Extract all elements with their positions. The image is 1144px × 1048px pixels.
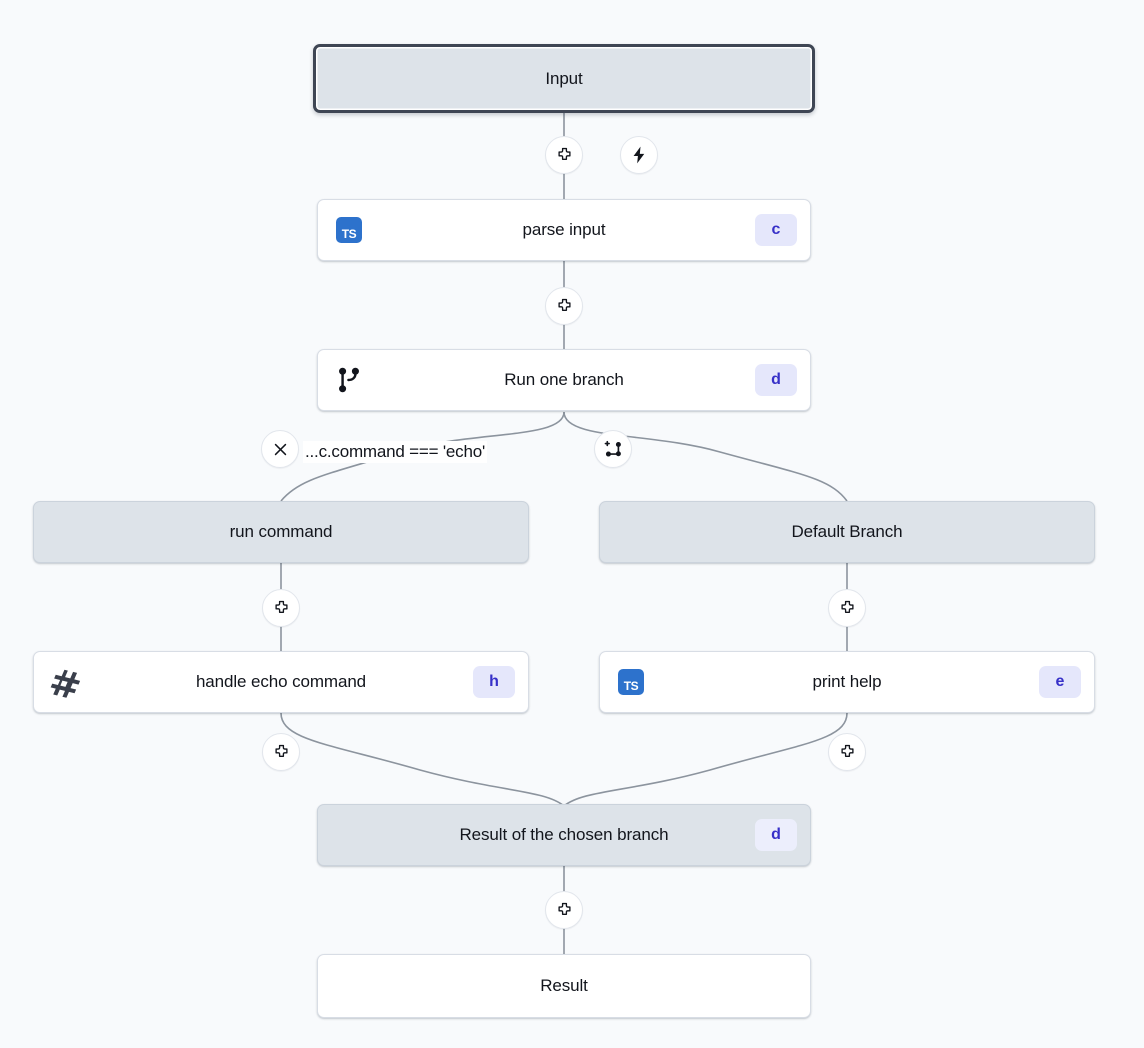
add-step-button-handle-echo[interactable] — [262, 733, 300, 771]
add-step-button-branch-result[interactable] — [545, 891, 583, 929]
node-result[interactable]: Result — [317, 954, 811, 1018]
plus-icon — [840, 744, 854, 757]
node-handle-echo-command[interactable]: handle echo command h — [33, 651, 529, 713]
node-handle-echo-command-badge[interactable]: h — [473, 666, 515, 698]
plus-icon — [840, 600, 854, 613]
node-run-one-branch[interactable]: Run one branch d — [317, 349, 811, 411]
node-branch-result-badge[interactable]: d — [755, 819, 797, 851]
git-branch-plus-icon — [604, 440, 621, 457]
plus-icon — [557, 902, 571, 915]
node-handle-echo-command-label: handle echo command — [195, 672, 367, 691]
node-branch-result[interactable]: Result of the chosen branch d — [317, 804, 811, 866]
node-run-command[interactable]: run command — [33, 501, 529, 563]
plus-icon — [557, 298, 571, 311]
typescript-icon: TS — [334, 215, 364, 245]
node-result-label: Result — [540, 976, 588, 995]
node-print-help-label: print help — [812, 672, 882, 691]
node-run-command-label: run command — [229, 522, 333, 541]
remove-branch-button[interactable] — [261, 430, 299, 468]
node-parse-input[interactable]: TS parse input c — [317, 199, 811, 261]
node-branch-result-label: Result of the chosen branch — [459, 825, 669, 844]
add-step-button-input[interactable] — [545, 136, 583, 174]
add-step-button-default-branch[interactable] — [828, 589, 866, 627]
typescript-icon: TS — [616, 667, 646, 697]
node-run-one-branch-label: Run one branch — [504, 370, 624, 389]
node-parse-input-label: parse input — [522, 220, 606, 239]
add-branch-button[interactable] — [594, 430, 632, 468]
branch-condition-label[interactable]: ...c.command === 'echo' — [303, 441, 488, 463]
node-input[interactable]: Input — [313, 44, 815, 113]
node-print-help-badge[interactable]: e — [1039, 666, 1081, 698]
typescript-icon-text: TS — [618, 669, 644, 695]
node-parse-input-badge[interactable]: c — [755, 214, 797, 246]
edge-handle-to-result — [280, 712, 565, 807]
add-step-button-run-command[interactable] — [262, 589, 300, 627]
node-run-one-branch-badge[interactable]: d — [755, 364, 797, 396]
hash-script-icon-glyph — [50, 669, 81, 699]
add-step-button-print-help[interactable] — [828, 733, 866, 771]
hash-script-icon — [50, 667, 81, 699]
typescript-icon-text: TS — [336, 217, 362, 243]
node-default-branch-label: Default Branch — [791, 522, 903, 541]
node-input-label: Input — [545, 68, 583, 88]
add-step-button-parse-input[interactable] — [545, 287, 583, 325]
node-default-branch[interactable]: Default Branch — [599, 501, 1095, 563]
plus-icon — [274, 600, 288, 613]
git-branch-icon-glyph — [339, 367, 359, 393]
edge-print-to-result — [563, 712, 848, 807]
plus-icon — [274, 744, 288, 757]
plus-icon — [557, 147, 571, 160]
git-branch-icon — [334, 365, 364, 395]
close-x-icon — [274, 443, 286, 455]
lightning-bolt-icon — [633, 146, 645, 164]
trigger-button[interactable] — [620, 136, 658, 174]
node-print-help[interactable]: TS print help e — [599, 651, 1095, 713]
